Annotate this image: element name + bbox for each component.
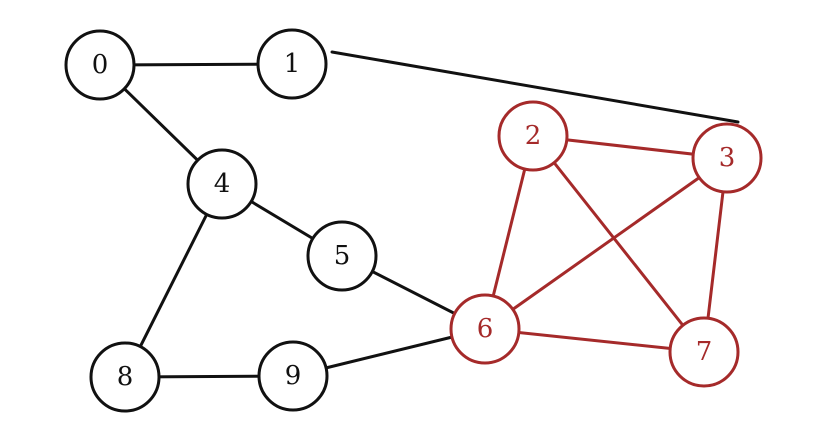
node-0: 0 — [64, 29, 136, 101]
node-5: 5 — [306, 220, 378, 292]
edge-3-6 — [483, 156, 729, 331]
node-1: 1 — [256, 28, 328, 100]
node-circle — [497, 100, 569, 172]
node-circle — [691, 122, 763, 194]
node-label: 0 — [92, 50, 109, 80]
node-circle — [64, 29, 136, 101]
node-circle — [449, 293, 521, 365]
node-circle — [257, 340, 329, 412]
node-label: 7 — [696, 337, 713, 367]
node-circle — [256, 28, 328, 100]
node-circle — [306, 220, 378, 292]
node-label: 8 — [117, 362, 134, 392]
node-label: 4 — [214, 169, 231, 199]
node-label: 2 — [525, 121, 542, 151]
edges-layer — [98, 50, 740, 379]
node-label: 6 — [477, 314, 494, 344]
node-circle — [89, 341, 161, 413]
nodes-layer: 0 1 2 3 4 5 6 7 8 9 — [64, 28, 763, 413]
node-label: 3 — [719, 143, 736, 173]
node-2: 2 — [497, 100, 569, 172]
edge-6-7 — [483, 327, 706, 354]
node-3: 3 — [691, 122, 763, 194]
node-circle — [668, 316, 740, 388]
node-label: 9 — [285, 361, 302, 391]
node-6: 6 — [449, 293, 521, 365]
node-label: 5 — [334, 241, 351, 271]
node-circle — [186, 148, 258, 220]
node-7: 7 — [668, 316, 740, 388]
node-9: 9 — [257, 340, 329, 412]
edge-1-3 — [330, 50, 740, 124]
node-8: 8 — [89, 341, 161, 413]
node-4: 4 — [186, 148, 258, 220]
edge-2-7 — [531, 134, 706, 354]
edge-4-8 — [123, 182, 224, 379]
node-label: 1 — [284, 49, 301, 79]
